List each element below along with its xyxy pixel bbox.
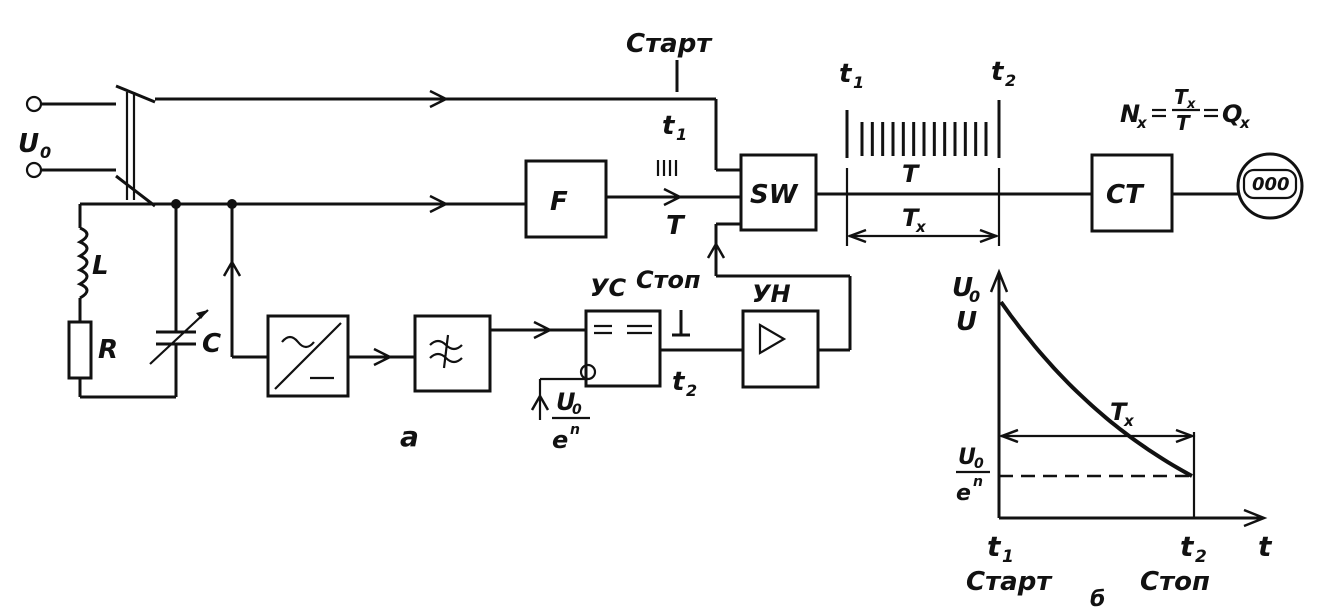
t2-comparator-label: t [672,367,686,397]
decay-graph: U 0 U T x U 0 e n t 1 t 2 t Старт Стоп б [952,268,1273,611]
pulse-T-label: T [666,211,686,241]
block-F-label: F [550,187,568,217]
block-SW-label: SW [750,180,799,210]
graph-level-den: e [956,481,971,506]
graph-tx-sub: x [1123,412,1135,430]
train-Tx-label: T [902,204,920,232]
resistor-body [67,320,93,380]
start-line: Старт t 1 [155,29,741,172]
caption-a: а [400,420,419,453]
formula-N-sub: x [1136,114,1148,132]
count-formula: N x T x T Q x [1120,85,1251,135]
counter-block [1090,153,1174,233]
pulse-train [860,122,988,156]
lower-chain: а [222,204,586,453]
decay-curve [999,300,1193,478]
formula-Q-sub: x [1239,114,1251,132]
train-t1-label: t [839,59,853,89]
u0-input-label: U [18,129,39,159]
double-pole-switch [115,84,156,208]
counter-display-value: 000 [1252,174,1290,195]
caption-b: б [1090,587,1105,611]
graph-level-num: U [958,445,976,470]
formula-Q: Q [1222,100,1242,128]
t1-switch-label: t [662,111,676,141]
counter-display-window [1242,168,1298,200]
block-comparator-label: УС [590,274,627,302]
signal-line: T [232,160,741,241]
input-terminals: U 0 [18,95,116,179]
start-top-label: Старт [626,29,713,59]
formula-frac-num-sub: x [1186,97,1196,112]
frequency-generator-block [524,159,608,239]
train-t2-label: t [991,57,1005,87]
graph-level-num-sub: 0 [974,456,984,472]
u0-input-sub: 0 [40,143,51,162]
train-t2-sub: 2 [1005,71,1016,90]
graph-start-label: Старт [966,567,1053,597]
formula-frac-den: T [1176,111,1191,135]
switch-block [739,153,818,232]
graph-t-axis-label: t [1258,530,1273,563]
comparator-block [584,309,662,388]
t2-comparator-sub: 2 [686,381,697,400]
t1-switch-sub: 1 [676,125,687,144]
block-CT-label: CT [1106,180,1145,210]
comparator-equals-sign [594,324,652,335]
formula-frac-num: T [1174,85,1189,109]
graph-t1-label: t [987,530,1002,563]
graph-t2-sub: 2 [1195,547,1207,567]
lc-tank: L R C [67,199,237,399]
train-T-label: T [902,160,920,188]
graph-t2-label: t [1180,530,1195,563]
train-Tx-sub: x [915,218,927,236]
formula-N: N [1120,100,1140,128]
variable-capacitor-arrow [149,309,209,365]
block-amplifier-label: УН [752,280,791,308]
capacitor-label: C [202,329,221,359]
filter-block [413,314,492,393]
graph-u0-sub: 0 [969,287,980,306]
threshold-num: U [556,388,576,416]
graph-u0-label: U [952,273,973,303]
threshold-den: e [552,426,568,454]
train-t1-sub: 1 [853,73,864,92]
graph-u-label: U [956,307,977,337]
resistor-label: R [98,335,118,365]
stop-mid-label: Стоп [636,266,701,294]
amplifier-block [741,309,820,389]
pulse-marks-small [656,160,678,176]
inductor-coil [76,226,89,300]
threshold-den-sup: n [570,422,580,438]
graph-tx-label: T [1110,398,1128,426]
graph-level-den-sup: n [973,474,983,490]
ac-symbol [281,335,315,349]
amplifier-triangle [758,323,787,355]
threshold-num-sub: 0 [572,402,582,418]
graph-t1-sub: 1 [1002,547,1014,567]
graph-stop-label: Стоп [1140,567,1210,597]
inductor-label: L [92,251,109,281]
